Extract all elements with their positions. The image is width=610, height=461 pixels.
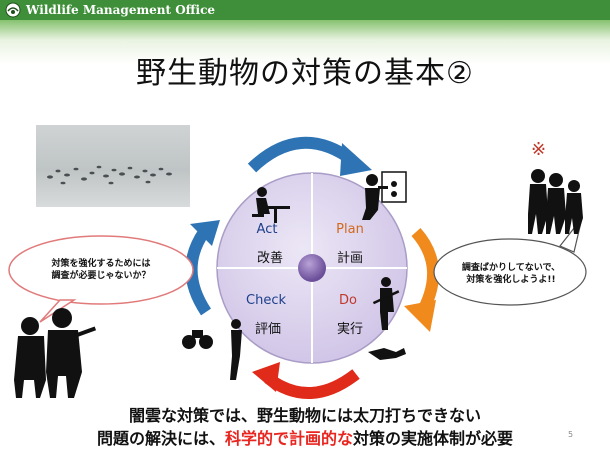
arrow-act-to-plan-icon [247, 136, 372, 176]
arrow-do-to-check-icon [252, 362, 360, 400]
speech-right-line-1: 調査ばかりしてないで、 [461, 263, 561, 273]
do-japanese-label: 実行 [336, 322, 363, 337]
act-japanese-label: 改善 [256, 251, 283, 266]
speech-bubble-left [8, 235, 194, 323]
speech-left-line-2: 調査が必要じゃないか？ [51, 271, 151, 281]
reference-mark: ※ [531, 139, 547, 160]
speech-left-line-1: 対策を強化するためには [51, 259, 151, 269]
page-number: 5 [568, 430, 574, 439]
presenter-with-board-icon [362, 171, 407, 220]
plan-japanese-label: 計画 [336, 251, 363, 266]
arrow-check-to-act-icon [185, 220, 220, 316]
slide-title: 野生動物の対策の基本② [136, 56, 474, 91]
organization-logo-icon [5, 2, 21, 18]
birds-photo [36, 125, 190, 207]
observer-person-icon [230, 319, 242, 380]
conclusion-highlight: 科学的で計画的な [224, 429, 353, 448]
conclusion-line-2-after: 対策の実施体制が必要 [353, 429, 514, 448]
check-label: Check [246, 293, 286, 308]
check-japanese-label: 評価 [254, 322, 281, 337]
people-group-left-icon [14, 308, 97, 398]
act-label: Act [256, 222, 278, 237]
header-strip [0, 0, 610, 20]
speech-right-text: 調査ばかりしてないで、 対策を強化しようよ!! [446, 262, 576, 286]
people-group-right-icon [528, 169, 583, 234]
do-label: Do [339, 293, 357, 308]
arrow-plan-to-do-icon [404, 228, 439, 332]
person-at-desk-icon [252, 187, 290, 223]
speech-left-text: 対策を強化するためには 調査が必要じゃないか？ [26, 258, 176, 282]
binoculars-icon [182, 330, 213, 349]
animal-icon [368, 348, 406, 360]
conclusion-line-2-before: 問題の解決には、 [96, 429, 225, 448]
speech-right-line-2: 対策を強化しようよ!! [466, 275, 556, 285]
conclusion-line-1: 闇雲な対策では、野生動物には太刀打ちできない [128, 406, 481, 425]
hunter-icon [372, 277, 400, 330]
conclusion-line-2: 問題の解決には、科学的で計画的な対策の実施体制が必要 [0, 425, 610, 449]
pdca-circle [216, 172, 408, 364]
organization-name: Wildlife Management Office [26, 3, 216, 17]
plan-label: Plan [336, 222, 364, 237]
